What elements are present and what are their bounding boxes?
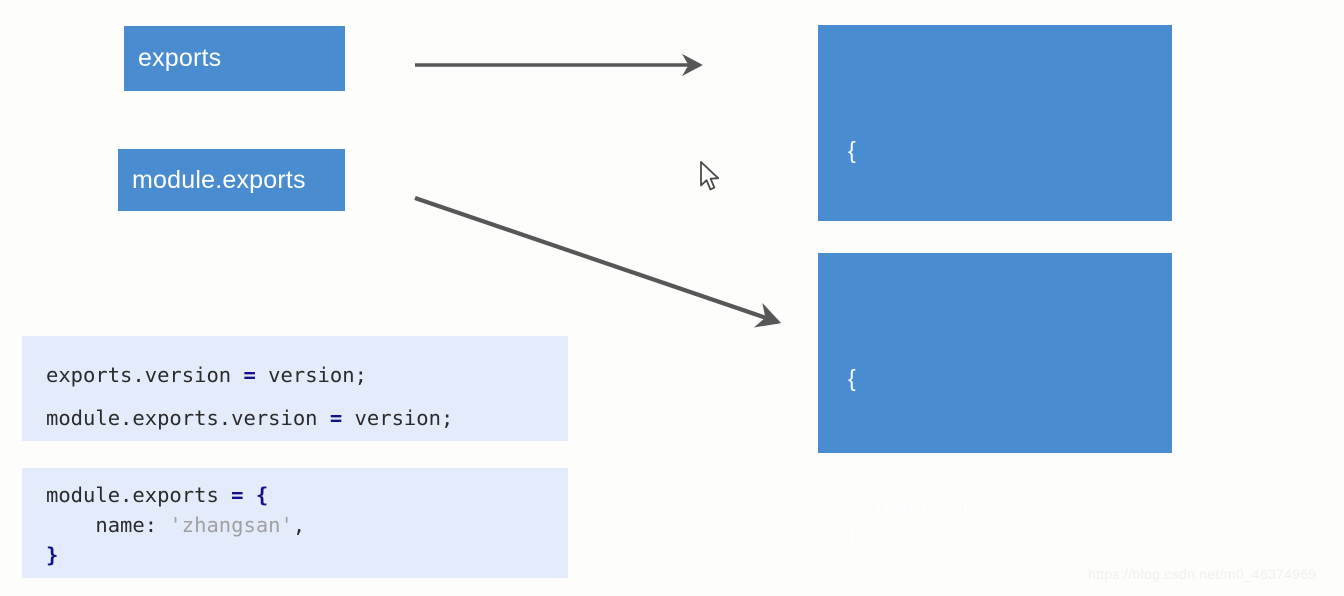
code-line: exports.version = version; bbox=[46, 354, 568, 397]
module-exports-object-box: { name: ‘lisi’ , age: 50 } bbox=[818, 253, 1172, 520]
code-line: name: 'zhangsan', bbox=[46, 510, 568, 540]
exports-label-text: exports bbox=[138, 44, 222, 72]
code-line: } bbox=[46, 540, 568, 570]
code-token bbox=[243, 483, 255, 507]
code-token: , bbox=[292, 513, 306, 537]
code-token: name: bbox=[46, 513, 170, 537]
exports-object-box: { version: 1.0, sayHi: sayHi } bbox=[818, 25, 1172, 550]
module-exports-label-box: module.exports bbox=[118, 149, 345, 211]
object-line: { bbox=[848, 365, 856, 391]
module-exports-to-object-arrow bbox=[414, 196, 782, 328]
code-token: { bbox=[255, 483, 269, 507]
code-token: 'zhangsan' bbox=[169, 513, 293, 537]
object-line: { bbox=[848, 137, 856, 163]
code-token: = bbox=[231, 483, 244, 507]
exports-label-box: exports bbox=[124, 26, 345, 91]
code-token: version; bbox=[342, 406, 454, 430]
code-token: version; bbox=[255, 363, 367, 387]
code-line: module.exports.version = version; bbox=[46, 397, 568, 440]
code-token: = bbox=[243, 363, 256, 387]
module-exports-label-text: module.exports bbox=[132, 165, 306, 194]
code-token: module.exports bbox=[46, 483, 232, 507]
object-literal-code-block: module.exports = { name: 'zhangsan',} bbox=[22, 468, 568, 578]
assignment-code-block: exports.version = version;module.exports… bbox=[22, 336, 568, 441]
watermark: https://blog.csdn.net/m0_46374969 bbox=[1088, 566, 1317, 582]
mouse-pointer-icon bbox=[700, 161, 720, 191]
object-line: name: ‘lisi’ , bbox=[876, 494, 1002, 520]
code-token: module.exports.version bbox=[46, 406, 330, 430]
code-token: = bbox=[329, 406, 343, 430]
code-line: module.exports = { bbox=[46, 480, 568, 510]
object-line: } bbox=[848, 524, 856, 550]
code-token: exports.version bbox=[46, 363, 244, 387]
code-token: } bbox=[46, 543, 59, 567]
